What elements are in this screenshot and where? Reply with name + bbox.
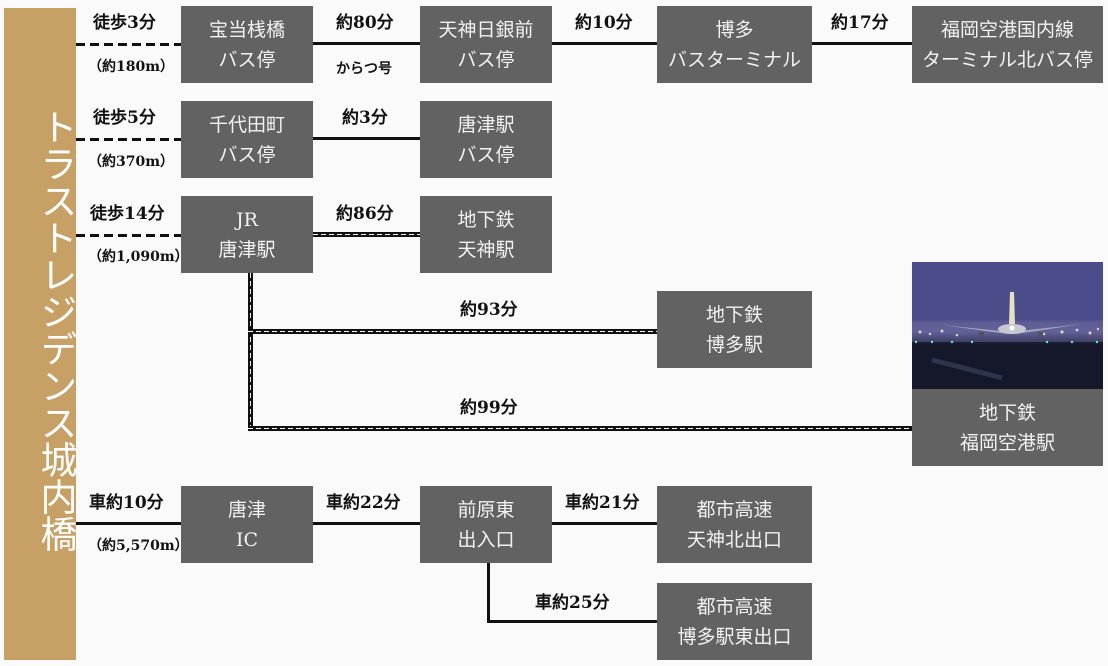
walk-path-bus2 (76, 138, 181, 141)
bus-path-segment (812, 42, 912, 45)
walk-distance-bus1: （約180m） (88, 59, 175, 75)
stop-hotosanbashi-bus[interactable]: 宝当桟橋 バス停 (181, 6, 313, 83)
bus-path-segment (313, 137, 420, 140)
station-line: JR (236, 208, 258, 231)
interchange-type: 出入口 (457, 528, 515, 551)
rail-time-hakata: 約93分 (460, 300, 518, 320)
stop-fukuoka-airport-domestic-bus[interactable]: 福岡空港国内線 ターミナル北バス停 (912, 6, 1103, 83)
airport-night-photo (912, 262, 1103, 389)
drive-segment-time: 車約22分 (326, 493, 401, 513)
stop-name: 千代田町 (208, 113, 285, 136)
stop-chiyodamachi-bus[interactable]: 千代田町 バス停 (181, 101, 313, 178)
rail-time-tenjin: 約86分 (336, 204, 394, 224)
stop-type: バス停 (457, 48, 515, 71)
segment-time: 約80分 (336, 13, 394, 33)
stop-karatsu-station-bus[interactable]: 唐津駅 バス停 (420, 101, 552, 178)
station-name: 天神駅 (457, 238, 515, 261)
exit-tenjin-kita[interactable]: 都市高速 天神北出口 (657, 486, 812, 563)
property-band: トラストレジデンス城内橋 (4, 8, 77, 660)
walk-time-bus1: 徒歩3分 (93, 13, 156, 33)
station-line: 地下鉄 (978, 401, 1036, 424)
stop-name: 福岡空港国内線 (940, 18, 1074, 41)
segment-time: 約3分 (342, 108, 388, 128)
expressway-name: 都市高速 (696, 498, 773, 521)
stop-type: ターミナル北バス停 (921, 48, 1093, 71)
exit-name: 博多駅東出口 (677, 625, 792, 648)
stop-type: バス停 (218, 143, 276, 166)
stop-name: 宝当桟橋 (208, 18, 285, 41)
segment-time: 約17分 (831, 13, 889, 33)
property-name: トラストレジデンス城内橋 (34, 108, 77, 552)
interchange-karatsu-ic[interactable]: 唐津 IC (181, 486, 313, 563)
station-line: 地下鉄 (705, 303, 763, 326)
drive-path-segment (313, 522, 420, 525)
rail-time-airport: 約99分 (460, 398, 518, 418)
interchange-name: 前原東 (457, 498, 515, 521)
walk-time-rail: 徒歩14分 (90, 204, 165, 224)
walk-path-bus1 (76, 43, 181, 46)
bus-path-segment (313, 42, 420, 45)
stop-tenjin-nichigin-mae-bus[interactable]: 天神日銀前 バス停 (420, 6, 552, 83)
segment-time: 約10分 (575, 13, 633, 33)
drive-path-tenjin-kita (552, 522, 657, 525)
stop-type: バス停 (218, 48, 276, 71)
rail-path-branch-vertical (248, 273, 253, 431)
drive-time-hakata-eki-higashi: 車約25分 (535, 593, 610, 613)
rail-path-hakata (248, 329, 657, 334)
station-name: 博多駅 (705, 333, 763, 356)
drive-path-to-ic (76, 522, 181, 525)
segment-note: からつ号 (336, 61, 392, 77)
interchange-type: IC (235, 528, 259, 551)
station-jr-karatsu[interactable]: JR 唐津駅 (181, 196, 313, 273)
exit-hakata-eki-higashi[interactable]: 都市高速 博多駅東出口 (657, 583, 812, 660)
walk-time-bus2: 徒歩5分 (93, 108, 156, 128)
stop-hakata-bus-terminal[interactable]: 博多 バスターミナル (657, 6, 812, 83)
station-name: 福岡空港駅 (959, 431, 1055, 454)
stop-name: 博多 (715, 18, 754, 41)
drive-time-tenjin-kita: 車約21分 (565, 493, 640, 513)
rail-path-tenjin (313, 232, 420, 237)
drive-distance-to-ic: （約5,570m） (88, 538, 189, 554)
airplane-icon (912, 262, 1103, 389)
rail-path-airport (248, 426, 912, 431)
walk-distance-bus2: （約370m） (88, 154, 175, 170)
expressway-name: 都市高速 (696, 595, 773, 618)
station-subway-fukuoka-airport[interactable]: 地下鉄 福岡空港駅 (912, 389, 1103, 466)
station-name: 唐津駅 (218, 238, 276, 261)
stop-type: バスターミナル (667, 48, 801, 71)
drive-path-branch-vertical (487, 563, 490, 623)
stop-name: 天神日銀前 (438, 18, 534, 41)
stop-name: 唐津駅 (457, 113, 515, 136)
interchange-name: 唐津 (227, 498, 266, 521)
station-line: 地下鉄 (457, 208, 515, 231)
exit-name: 天神北出口 (686, 528, 782, 551)
station-subway-hakata[interactable]: 地下鉄 博多駅 (657, 291, 812, 368)
stop-type: バス停 (457, 143, 515, 166)
drive-time-to-ic: 車約10分 (89, 493, 164, 513)
drive-path-hakata-eki-higashi (487, 620, 657, 623)
walk-distance-rail: （約1,090m） (88, 249, 189, 265)
interchange-maebaru-higashi[interactable]: 前原東 出入口 (420, 486, 552, 563)
station-subway-tenjin[interactable]: 地下鉄 天神駅 (420, 196, 552, 273)
bus-path-segment (552, 42, 657, 45)
walk-path-rail (76, 234, 181, 237)
